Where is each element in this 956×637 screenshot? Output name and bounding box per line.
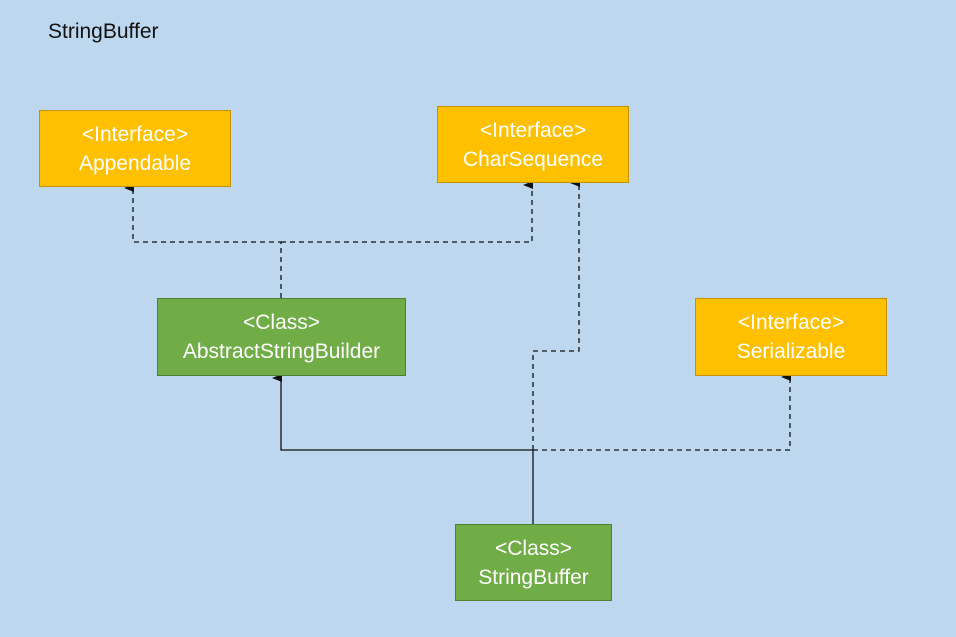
node-serializable[interactable]: <Interface> Serializable: [695, 298, 887, 376]
node-name: StringBuffer: [478, 565, 589, 589]
node-stringbuffer[interactable]: <Class> StringBuffer: [455, 524, 612, 601]
link-stringbuffer-to-serializable: [533, 373, 791, 451]
node-name: AbstractStringBuilder: [182, 340, 381, 363]
node-charsequence[interactable]: <Interface> CharSequence: [437, 106, 629, 183]
link-abstractstringbuilder-to-charsequence: [281, 181, 533, 243]
link-stringbuffer-to-charsequence: [532, 179, 580, 450]
node-abstractstringbuilder[interactable]: <Class> AbstractStringBuilder: [157, 298, 406, 376]
node-name: Appendable: [78, 151, 192, 175]
node-name: Serializable: [736, 340, 846, 363]
node-stereotype: <Class>: [494, 536, 573, 560]
node-stereotype: <Interface>: [479, 118, 587, 142]
node-stereotype: <Interface>: [737, 311, 845, 334]
link-stringbuffer-to-abstractstringbuilder: [272, 374, 534, 524]
link-abstractstringbuilder-to-appendable: [124, 184, 282, 298]
node-name: CharSequence: [462, 147, 604, 171]
node-stereotype: <Class>: [242, 311, 321, 334]
node-appendable[interactable]: <Interface> Appendable: [39, 110, 231, 187]
node-stereotype: <Interface>: [81, 122, 189, 146]
diagram-title: StringBuffer: [48, 20, 159, 43]
